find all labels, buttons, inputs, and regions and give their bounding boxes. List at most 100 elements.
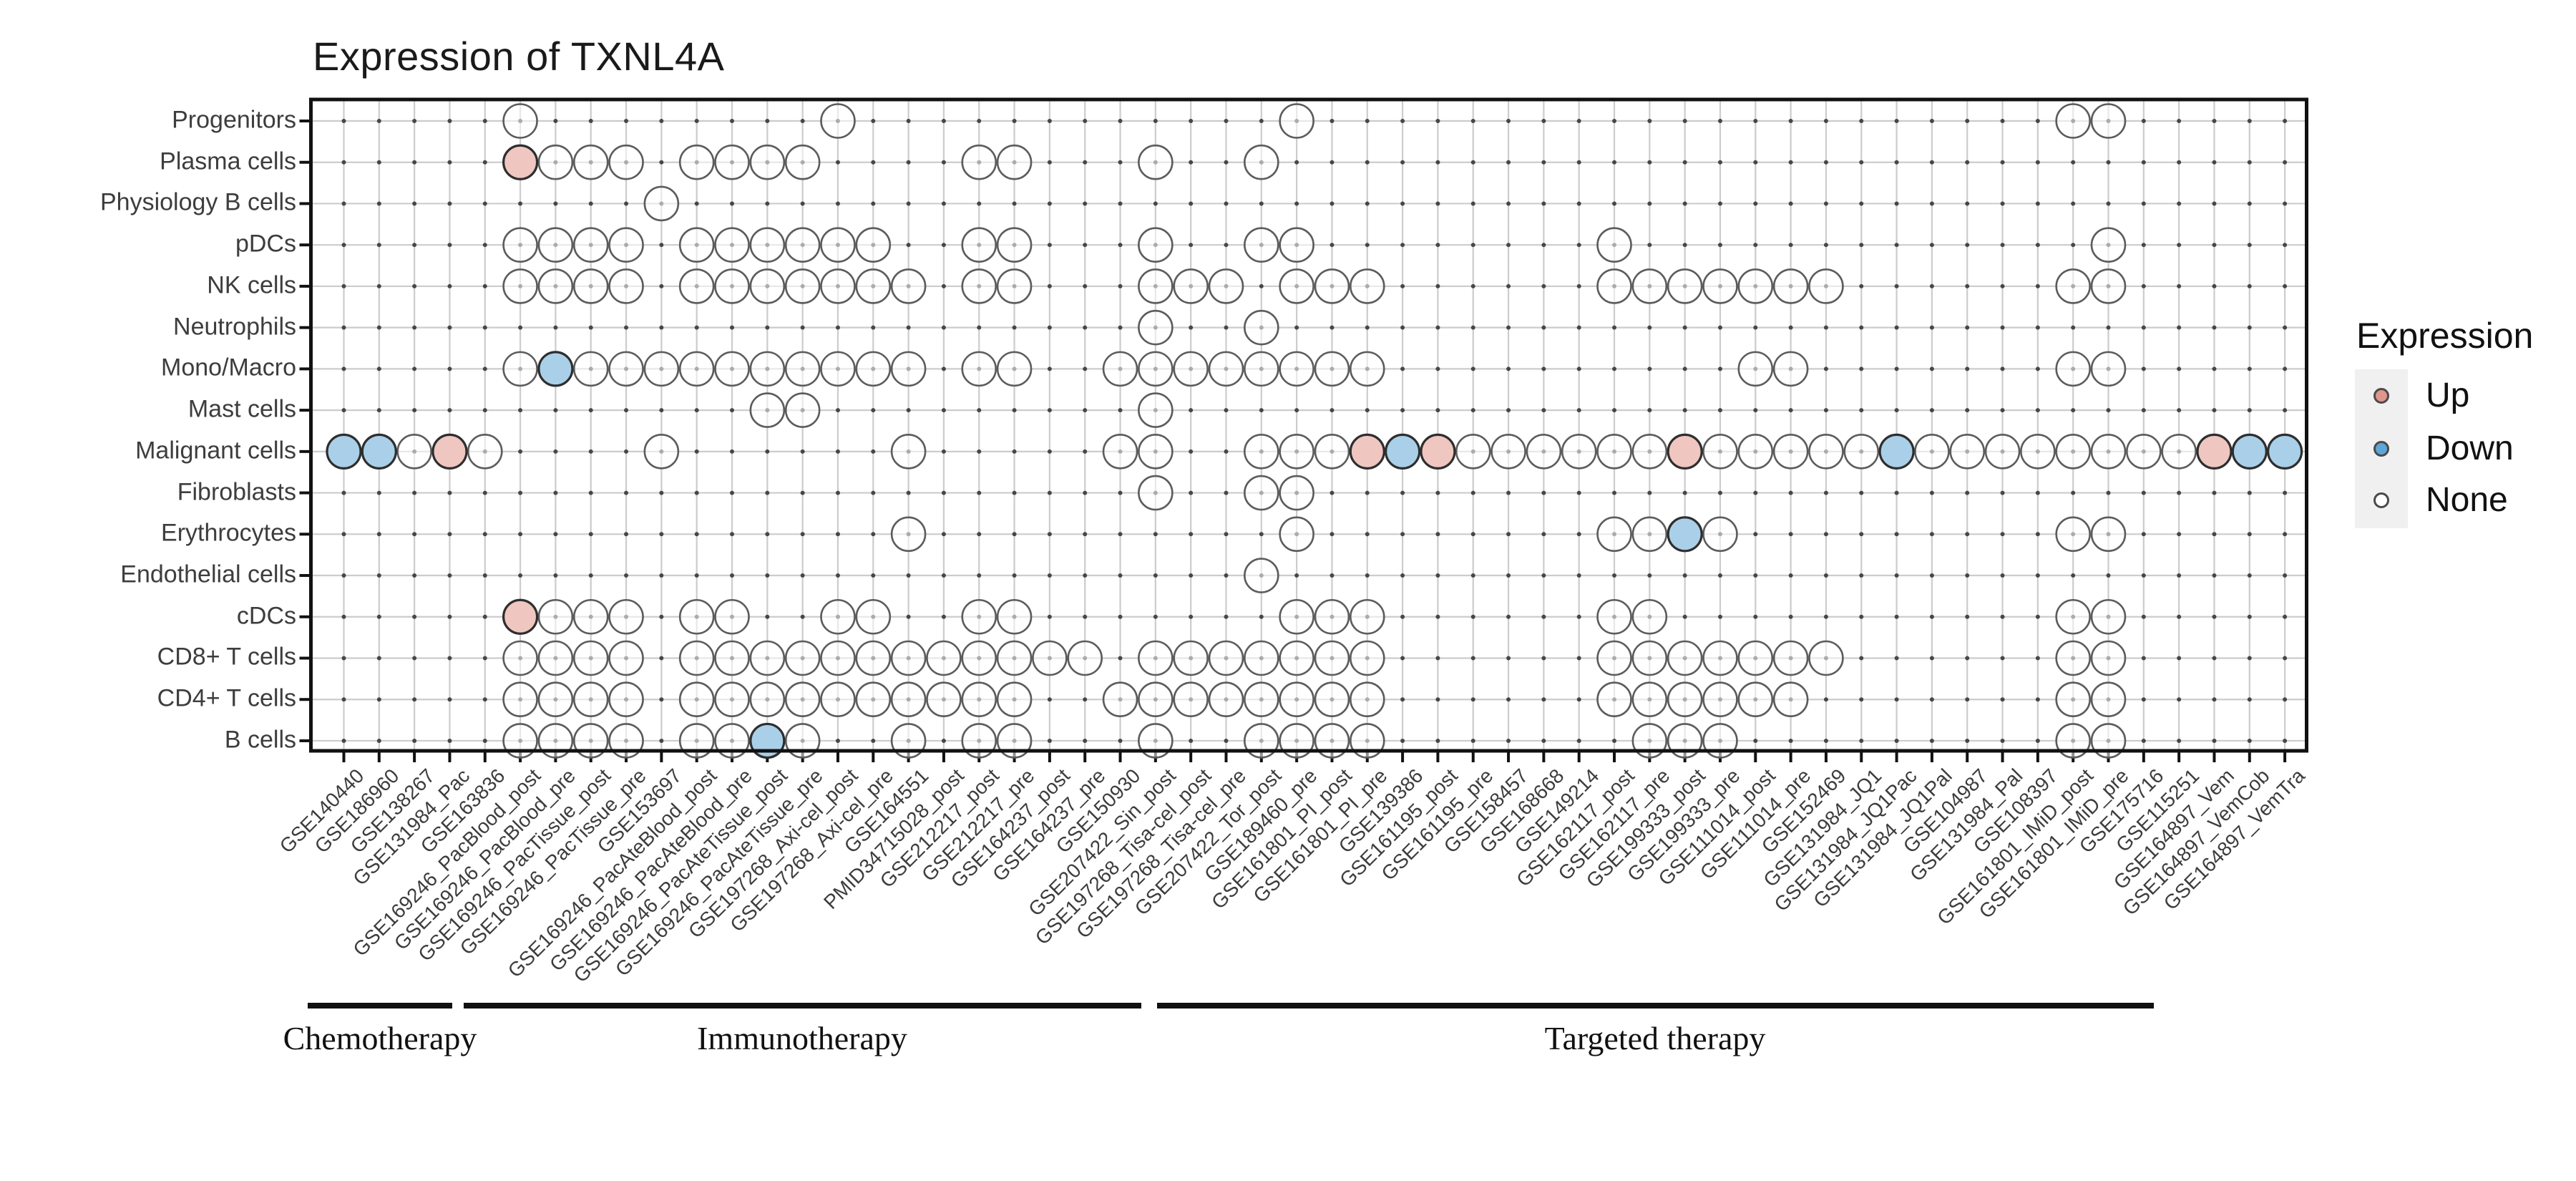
grid-intersection-dot <box>2283 697 2288 702</box>
grid-intersection-dot <box>341 325 346 330</box>
expression-dot-none <box>1279 681 1314 718</box>
grid-intersection-dot <box>1682 408 1687 413</box>
grid-intersection-dot <box>412 614 417 619</box>
grid-intersection-dot <box>1435 697 1440 702</box>
grid-intersection-dot <box>1541 243 1546 248</box>
expression-dot-none <box>1279 268 1314 304</box>
grid-intersection-dot <box>2141 160 2146 165</box>
grid-intersection-dot <box>624 325 629 330</box>
grid-intersection-dot <box>1965 325 1970 330</box>
grid-intersection-dot <box>1541 532 1546 537</box>
grid-intersection-dot <box>800 614 805 619</box>
grid-intersection-dot <box>730 119 735 123</box>
expression-dot-none <box>820 227 856 263</box>
grid-intersection-dot <box>1012 325 1017 330</box>
grid-intersection-dot <box>1929 283 1934 288</box>
grid-intersection-dot <box>1047 738 1052 743</box>
grid-intersection-dot <box>1400 573 1405 578</box>
grid-intersection-dot <box>2177 283 2182 288</box>
y-label: Erythrocytes <box>161 520 296 548</box>
grid-intersection-dot <box>1435 408 1440 413</box>
grid-intersection-dot <box>2177 573 2182 578</box>
grid-intersection-dot <box>1894 573 1899 578</box>
grid-intersection-dot <box>2247 408 2252 413</box>
grid-intersection-dot <box>1189 325 1194 330</box>
grid-intersection-dot <box>730 573 735 578</box>
grid-intersection-dot <box>1647 119 1652 123</box>
grid-intersection-dot <box>1506 738 1511 743</box>
grid-intersection-dot <box>2000 738 2005 743</box>
expression-dot-none <box>572 681 609 718</box>
grid-intersection-dot <box>2035 697 2040 702</box>
expression-dot-none <box>1032 640 1068 676</box>
grid-intersection-dot <box>1612 738 1617 743</box>
grid-intersection-dot <box>800 449 805 454</box>
y-label: Mono/Macro <box>161 354 296 382</box>
grid-intersection-dot <box>1047 573 1052 578</box>
grid-intersection-dot <box>694 449 699 454</box>
grid-intersection-dot <box>1788 614 1793 619</box>
grid-intersection-dot <box>412 408 417 413</box>
grid-intersection-dot <box>659 119 664 123</box>
grid-intersection-dot <box>2247 201 2252 206</box>
grid-intersection-dot <box>1859 325 1864 330</box>
grid-intersection-dot <box>2247 283 2252 288</box>
grid-intersection-dot <box>1365 573 1370 578</box>
grid-intersection-dot <box>341 366 346 371</box>
expression-dot-none <box>572 598 609 635</box>
grid-intersection-dot <box>2283 614 2288 619</box>
grid-intersection-dot <box>1753 201 1758 206</box>
grid-intersection-dot <box>1153 614 1158 619</box>
grid-intersection-dot <box>1717 160 1722 165</box>
grid-intersection-dot <box>1330 325 1335 330</box>
expression-dot-none <box>1596 598 1632 635</box>
expression-dot-none <box>1314 640 1350 676</box>
grid-intersection-dot <box>2212 201 2217 206</box>
grid-intersection-dot <box>2283 201 2288 206</box>
expression-dot-none <box>2090 227 2127 263</box>
grid-intersection-dot <box>2141 490 2146 495</box>
grid-intersection-dot <box>2035 201 2040 206</box>
expression-dot-none <box>1737 640 1774 676</box>
grid-intersection-dot <box>2000 366 2005 371</box>
grid-intersection-dot <box>1330 119 1335 123</box>
grid-intersection-dot <box>1012 408 1017 413</box>
grid-intersection-dot <box>1965 243 1970 248</box>
grid-intersection-dot <box>1823 119 1828 123</box>
grid-intersection-dot <box>1224 449 1229 454</box>
expression-dot-none <box>2090 516 2127 553</box>
grid-intersection-dot <box>2071 490 2076 495</box>
expression-dot-none <box>1596 516 1632 553</box>
grid-intersection-dot <box>412 366 417 371</box>
grid-intersection-dot <box>2000 490 2005 495</box>
grid-intersection-dot <box>376 325 381 330</box>
grid-intersection-dot <box>1506 532 1511 537</box>
grid-intersection-dot <box>2177 614 2182 619</box>
grid-intersection-dot <box>1859 532 1864 537</box>
expression-dot-down <box>1667 516 1703 553</box>
grid-intersection-dot <box>659 283 664 288</box>
grid-intersection-dot <box>2071 325 2076 330</box>
expression-dot-none <box>1631 598 1668 635</box>
grid-intersection-dot <box>1189 201 1194 206</box>
grid-intersection-dot <box>2000 201 2005 206</box>
grid-intersection-dot <box>941 614 946 619</box>
expression-dot-down <box>361 433 397 470</box>
grid-intersection-dot <box>1576 738 1581 743</box>
grid-intersection-dot <box>1753 408 1758 413</box>
grid-intersection-dot <box>941 738 946 743</box>
expression-dot-none <box>714 144 750 180</box>
grid-intersection-dot <box>2283 408 2288 413</box>
grid-intersection-dot <box>1894 614 1899 619</box>
grid-intersection-dot <box>1576 119 1581 123</box>
grid-intersection-dot <box>2000 614 2005 619</box>
grid-intersection-dot <box>447 573 452 578</box>
grid-intersection-dot <box>1047 532 1052 537</box>
grid-intersection-dot <box>1224 325 1229 330</box>
grid-intersection-dot <box>447 656 452 661</box>
expression-dot-none <box>961 598 997 635</box>
expression-dot-none <box>784 351 821 387</box>
expression-dot-up <box>502 144 539 180</box>
grid-intersection-dot <box>553 490 558 495</box>
legend-none-dot-icon <box>2373 492 2389 508</box>
